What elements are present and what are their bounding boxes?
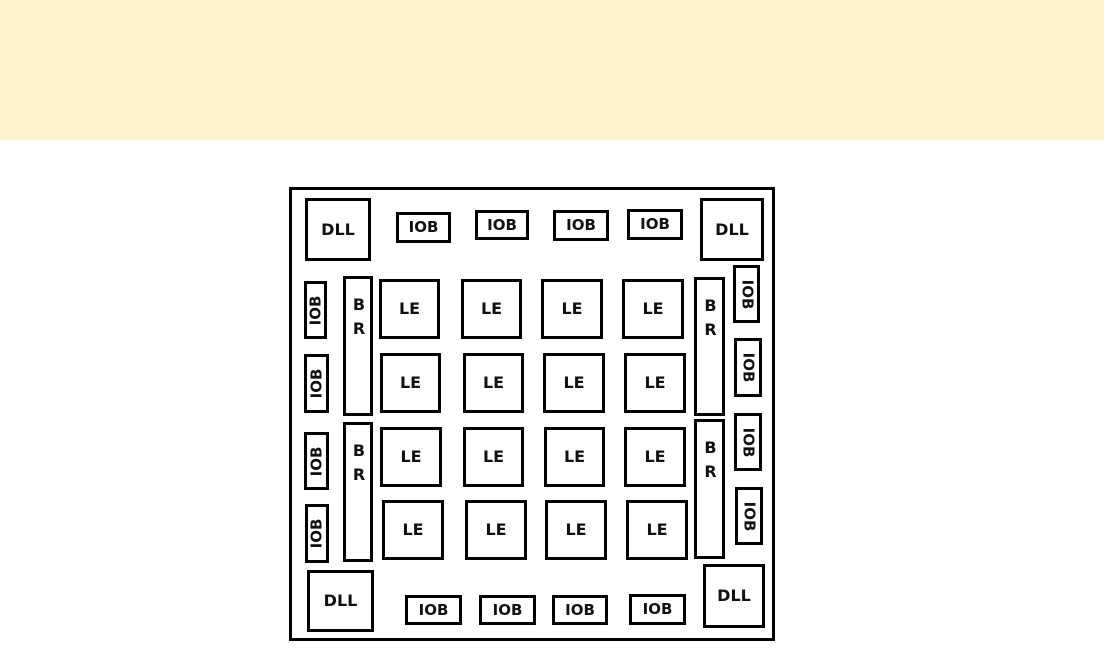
iob-label: IOB	[566, 216, 596, 234]
dll-block-bottom-right: DLL	[703, 564, 765, 628]
le-label: LE	[563, 373, 585, 392]
iob-block-right-1: IOB	[733, 265, 760, 323]
iob-label: IOB	[739, 352, 758, 383]
iob-block-left-1: IOB	[304, 281, 327, 339]
le-label: LE	[642, 299, 664, 318]
br-label-b: B	[352, 441, 366, 460]
le-label: LE	[482, 447, 505, 466]
iob-block-bottom-3: IOB	[552, 595, 608, 625]
dll-label: DLL	[717, 586, 751, 605]
le-label: LE	[644, 447, 666, 466]
le-label: LE	[480, 299, 503, 318]
dll-label: DLL	[715, 219, 749, 239]
le-label: LE	[561, 299, 583, 318]
iob-block-top-1: IOB	[396, 212, 451, 243]
iob-label: IOB	[307, 518, 326, 549]
br-label-b: B	[704, 438, 717, 457]
iob-label: IOB	[740, 501, 759, 531]
fpga-layout-diagram: DLL DLL DLL DLL IOB IOB IOB IOB IOB IOB …	[289, 187, 775, 641]
le-label: LE	[646, 520, 668, 539]
le-block-r1-c1: LE	[379, 279, 440, 339]
le-block-r4-c1: LE	[382, 500, 444, 560]
iob-block-right-4: IOB	[735, 487, 763, 545]
le-block-r3-c3: LE	[544, 427, 605, 487]
iob-block-left-4: IOB	[305, 504, 329, 563]
le-label: LE	[644, 373, 666, 392]
iob-label: IOB	[307, 446, 326, 476]
iob-block-left-2: IOB	[304, 354, 329, 413]
iob-label: IOB	[492, 600, 523, 619]
iob-label: IOB	[418, 600, 449, 619]
le-block-r3-c2: LE	[463, 427, 524, 487]
iob-block-bottom-1: IOB	[405, 595, 462, 625]
le-block-r2-c1: LE	[380, 353, 441, 413]
iob-label: IOB	[640, 215, 670, 233]
le-block-r4-c2: LE	[465, 500, 527, 560]
le-block-r2-c2: LE	[463, 353, 524, 413]
iob-block-top-2: IOB	[475, 210, 529, 240]
iob-block-right-2: IOB	[734, 338, 762, 397]
le-label: LE	[485, 520, 507, 539]
iob-label: IOB	[408, 218, 439, 236]
dll-label: DLL	[323, 591, 358, 610]
le-block-r1-c3: LE	[541, 279, 603, 339]
iob-label: IOB	[565, 600, 595, 619]
iob-block-bottom-4: IOB	[629, 594, 686, 625]
iob-block-left-3: IOB	[304, 432, 329, 490]
br-label-r: R	[704, 320, 717, 339]
br-label-r: R	[352, 465, 366, 484]
le-label: LE	[482, 373, 505, 392]
le-label: LE	[400, 447, 422, 466]
le-label: LE	[563, 447, 586, 466]
dll-block-top-left: DLL	[305, 198, 371, 261]
top-banner	[0, 0, 1104, 140]
iob-label: IOB	[739, 427, 758, 457]
br-label-r: R	[704, 462, 717, 481]
br-label-b: B	[352, 295, 366, 314]
iob-label: IOB	[487, 215, 517, 234]
iob-block-top-4: IOB	[627, 209, 683, 240]
br-label-r: R	[352, 319, 366, 338]
le-block-r4-c4: LE	[626, 500, 688, 560]
le-label: LE	[398, 299, 421, 318]
le-block-r2-c4: LE	[624, 353, 686, 413]
le-block-r2-c3: LE	[543, 353, 605, 413]
br-label-b: B	[704, 296, 717, 315]
iob-block-top-3: IOB	[553, 210, 609, 241]
le-block-r3-c1: LE	[380, 427, 442, 487]
iob-label: IOB	[642, 600, 673, 618]
iob-label: IOB	[306, 295, 325, 325]
le-label: LE	[565, 520, 587, 539]
iob-block-right-3: IOB	[734, 413, 762, 471]
le-block-r4-c3: LE	[545, 500, 607, 560]
iob-label: IOB	[738, 279, 757, 309]
le-block-r1-c4: LE	[622, 279, 684, 339]
le-block-r3-c4: LE	[624, 427, 686, 487]
le-label: LE	[402, 520, 424, 539]
le-block-r1-c2: LE	[461, 279, 522, 339]
dll-label: DLL	[321, 219, 355, 239]
le-label: LE	[399, 373, 422, 392]
dll-block-top-right: DLL	[700, 198, 764, 261]
dll-block-bottom-left: DLL	[307, 570, 374, 632]
iob-block-bottom-2: IOB	[479, 595, 536, 625]
iob-label: IOB	[307, 368, 326, 399]
